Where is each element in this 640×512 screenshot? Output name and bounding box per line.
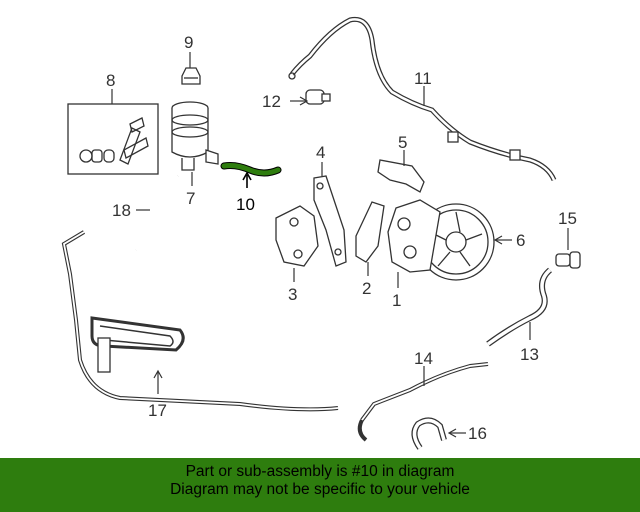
callout-17[interactable]: 17 [148, 401, 167, 420]
callout-9[interactable]: 9 [184, 33, 193, 52]
part-15-fitting[interactable] [555, 251, 581, 269]
part-3-bracket[interactable] [275, 205, 319, 267]
callout-12[interactable]: 12 [262, 92, 281, 111]
parts-diagram: 1 2 3 4 5 6 7 8 9 10 11 12 13 14 15 16 1… [61, 16, 581, 450]
banner-line-disclaimer: Diagram may not be specific to your vehi… [170, 481, 470, 498]
part-9-reservoir-cap[interactable] [181, 67, 201, 85]
part-12-bolt[interactable] [305, 89, 331, 105]
part-1-power-steering-pump[interactable] [387, 199, 441, 273]
callout-8[interactable]: 8 [106, 71, 115, 90]
part-16-hose[interactable] [411, 417, 447, 450]
part-2-bracket[interactable] [355, 201, 385, 263]
part-7-reservoir[interactable] [171, 101, 219, 171]
callout-15[interactable]: 15 [558, 209, 577, 228]
callout-1[interactable]: 1 [392, 291, 401, 310]
part-8-seal-kit[interactable] [67, 103, 159, 175]
part-4-bracket[interactable] [313, 175, 347, 267]
callout-3[interactable]: 3 [288, 285, 297, 304]
callout-10[interactable]: 10 [236, 195, 255, 214]
callout-2[interactable]: 2 [362, 279, 371, 298]
callout-18[interactable]: 18 [112, 201, 131, 220]
part-11-pressure-line[interactable] [288, 16, 557, 182]
part-18-return-hose[interactable] [134, 174, 180, 251]
banner-line-part-number: Part or sub-assembly is #10 in diagram [185, 463, 455, 480]
part-10-hose-highlighted[interactable] [220, 162, 282, 177]
info-banner: Part or sub-assembly is #10 in diagram D… [0, 458, 640, 512]
callout-7[interactable]: 7 [186, 189, 195, 208]
part-13-hose[interactable] [486, 267, 553, 347]
part-14-return-line[interactable] [357, 362, 489, 442]
part-17-cooler-line[interactable] [61, 230, 339, 412]
callout-11[interactable]: 11 [414, 69, 432, 88]
callout-16[interactable]: 16 [468, 424, 487, 443]
callout-4[interactable]: 4 [316, 143, 325, 162]
callout-5[interactable]: 5 [398, 133, 407, 152]
part-5-bracket[interactable] [377, 159, 425, 193]
callout-14[interactable]: 14 [414, 349, 433, 368]
callout-13[interactable]: 13 [520, 345, 539, 364]
callout-6[interactable]: 6 [516, 231, 525, 250]
